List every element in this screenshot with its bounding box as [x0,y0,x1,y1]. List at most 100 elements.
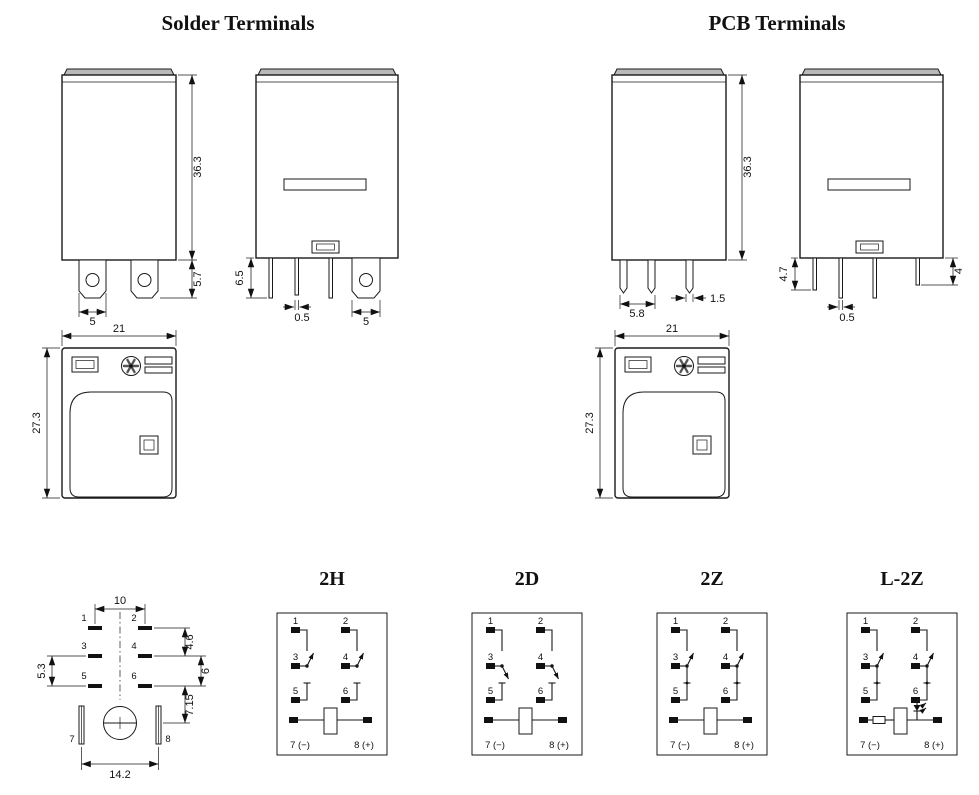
pin-label: 2 [538,616,543,627]
dim-value: 14.2 [109,769,130,781]
dim-value: 6 [200,668,212,674]
mounting-screw [121,356,141,376]
solder-terminals-section: Solder Terminals 36.3 5.7 [31,11,399,499]
dim-value: 5.3 [36,663,48,678]
coil-positive-label: 8 (+) [734,740,754,751]
relay-top-cap [613,68,725,76]
pin-number-8: 8 [165,734,170,745]
dim-value: 6.5 [234,270,246,285]
dim-value: 4.6 [184,634,196,649]
pin-label: 1 [293,616,298,627]
dim-pin-pitch: 10 [94,595,146,624]
pin-label: 5 [488,686,493,697]
pin-label: 6 [723,686,728,697]
pin-label: 4 [913,652,918,663]
schematic-title-l2z: L-2Z [880,568,923,590]
pin-label: 3 [293,652,298,663]
relay-top-cap [801,68,942,76]
dim-left-offset: 5.3 [36,655,86,687]
relay-top-cap [63,68,175,76]
terminal-hole [359,273,373,287]
dim-value: 5 [363,316,369,328]
pin-number-7: 7 [69,734,74,745]
contact-arm [551,665,559,680]
pin-label: 3 [863,652,868,663]
inner-body-outline [69,391,173,498]
pin-label: 2 [343,616,348,627]
solder-front-view: 36.3 5.7 5 [61,68,204,328]
pin-label: 5 [673,686,678,697]
led-indicator [913,699,927,720]
pin-label: 5 [293,686,298,697]
pin-number-3: 3 [81,641,86,652]
resistor [872,716,886,724]
dim-value: 0.5 [294,312,309,324]
inner-body-outline [622,391,726,498]
latch-detail [855,240,884,254]
pin-label: 6 [343,686,348,697]
dim-terminal-length: 6.5 [234,257,267,299]
schematic-frame [471,612,583,756]
dim-pin-length: 4.7 [778,257,811,291]
pcb-pins-front [619,259,694,294]
dim-row-gaps: 4.6 6 7.15 [154,627,212,724]
pin-label: 3 [488,652,493,663]
dim-terminal-width: 5 [351,300,381,328]
dim-body-height: 36.3 [728,74,754,261]
coil-negative-label: 7 (−) [860,740,880,751]
pin-label: 1 [863,616,868,627]
dim-value: 5.7 [192,271,204,286]
pin-label: 6 [913,686,918,697]
dim-value: 7.15 [184,694,196,715]
schematic-2d: 1 3 5 2 4 6 7 (−) 8 (+) [471,612,583,756]
pin-label: 6 [538,686,543,697]
dim-body-height: 36.3 [178,74,204,261]
terminal-hole [137,273,152,287]
pin-label: 2 [913,616,918,627]
dim-value: 10 [114,595,126,607]
relay-top-cap [257,68,397,76]
coil-negative-label: 7 (−) [670,740,690,751]
solder-blade-terminals [78,259,159,299]
dim-value: 36.3 [192,156,204,177]
relay-body [799,74,944,259]
latch-detail [311,240,340,254]
contact-arm [501,665,509,680]
pin-label: 4 [723,652,728,663]
solder-top-view: 21 27.3 [31,323,177,499]
pin-number-5: 5 [81,671,86,682]
pcb-pins-side [812,257,920,299]
pin-label: 4 [538,652,543,663]
dim-value: 1.5 [710,293,725,305]
pin-label: 2 [723,616,728,627]
schematic-title-2z: 2Z [700,568,723,590]
schematic-title-2d: 2D [515,568,539,590]
dim-depth: 27.3 [31,347,60,499]
wiring-schematics: 2H 2D 2Z L-2Z 1 3 5 2 4 6 [276,568,958,756]
dim-value: 27.3 [31,412,43,433]
pin-number-6: 6 [131,671,136,682]
dim-value: 21 [666,323,678,335]
center-boss [103,706,137,740]
dim-pin-length-short: 4 [921,257,965,286]
dim-value: 36.3 [742,156,754,177]
relay-body [61,74,177,261]
pcb-front-view: 36.3 5.8 1.5 [611,68,754,320]
pcb-terminals-title: PCB Terminals [708,11,845,35]
pcb-top-view: 21 27.3 [584,323,730,499]
pcb-terminals-section: PCB Terminals 36.3 5.8 [584,11,965,499]
contact-arm [926,652,934,667]
pin-label: 4 [343,652,348,663]
solder-terminals-side [268,257,381,299]
schematic-l2z: 1 3 5 2 4 6 [846,612,958,756]
pin-number-4: 4 [131,641,136,652]
pin-label: 1 [673,616,678,627]
pin-label: 1 [488,616,493,627]
coil-negative-label: 7 (−) [290,740,310,751]
dim-value: 5.8 [629,308,644,320]
pin-number-2: 2 [131,613,136,624]
contact-arm [306,652,314,667]
dim-width: 21 [614,323,730,346]
dim-terminal-width: 5 [78,293,107,328]
